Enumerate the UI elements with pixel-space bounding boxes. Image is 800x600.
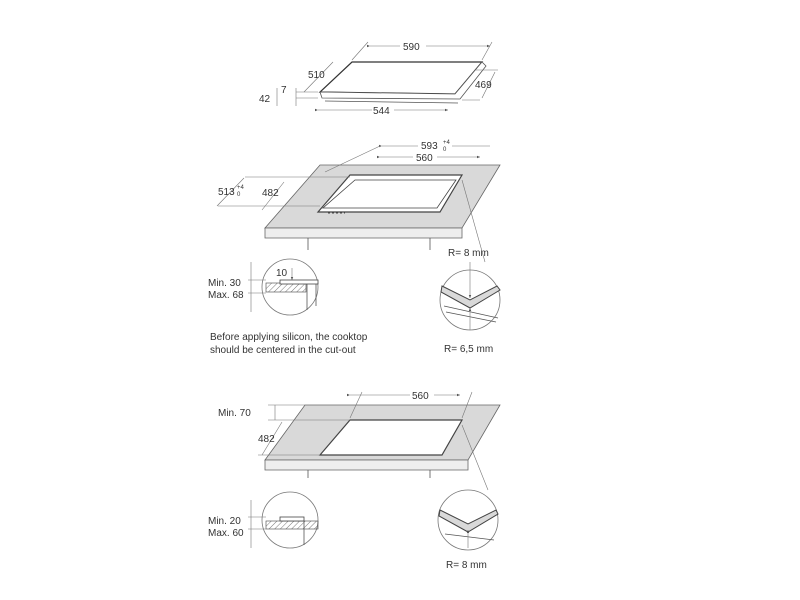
- overlay-cutout-drawing: 593 +4 0 560 513 +4 0 482: [216, 139, 501, 263]
- flush-corner-detail: R= 8 mm: [437, 489, 499, 571]
- flush-section-detail: Min. 20 Max. 60: [208, 491, 319, 549]
- dim-560-flush: 560: [412, 391, 429, 402]
- hob-drawing: 590 510 544 469 42 7: [259, 40, 498, 117]
- overlay-section-detail: 10 Min. 30 Max. 68 Before applying silic…: [208, 258, 368, 356]
- dim-560: 560: [416, 153, 433, 164]
- dim-10: 10: [276, 268, 288, 279]
- dim-513-tol-minus: 0: [237, 192, 241, 198]
- dim-482-flush: 482: [258, 434, 275, 445]
- note-line-1: Before applying silicon, the cooktop: [210, 332, 368, 343]
- max-68-label: Max. 68: [208, 290, 244, 301]
- dim-42: 42: [259, 94, 271, 105]
- dim-513: 513: [218, 187, 235, 198]
- dim-469: 469: [475, 80, 492, 91]
- dim-590: 590: [403, 42, 420, 53]
- dim-544: 544: [373, 106, 390, 117]
- dim-593: 593: [421, 141, 438, 152]
- overlay-corner-detail: R= 8 mm R= 6,5 mm: [439, 248, 501, 355]
- dim-593-tol-minus: 0: [443, 147, 447, 153]
- dim-513-tol-plus: +4: [237, 185, 245, 191]
- dim-510: 510: [308, 70, 325, 81]
- dim-7: 7: [281, 85, 287, 96]
- radius-6-5mm-label: R= 6,5 mm: [444, 344, 493, 355]
- dim-593-tol-plus: +4: [443, 140, 451, 146]
- max-60-label: Max. 60: [208, 528, 244, 539]
- radius-8mm-label: R= 8 mm: [448, 248, 489, 259]
- radius-8mm-flush-label: R= 8 mm: [446, 560, 487, 571]
- flush-cutout-drawing: 560 Min. 70 482: [218, 389, 501, 491]
- min-20-label: Min. 20: [208, 516, 241, 527]
- min-70-label: Min. 70: [218, 408, 251, 419]
- min-30-label: Min. 30: [208, 278, 241, 289]
- note-line-2: should be centered in the cut-out: [210, 345, 356, 356]
- dim-482: 482: [262, 188, 279, 199]
